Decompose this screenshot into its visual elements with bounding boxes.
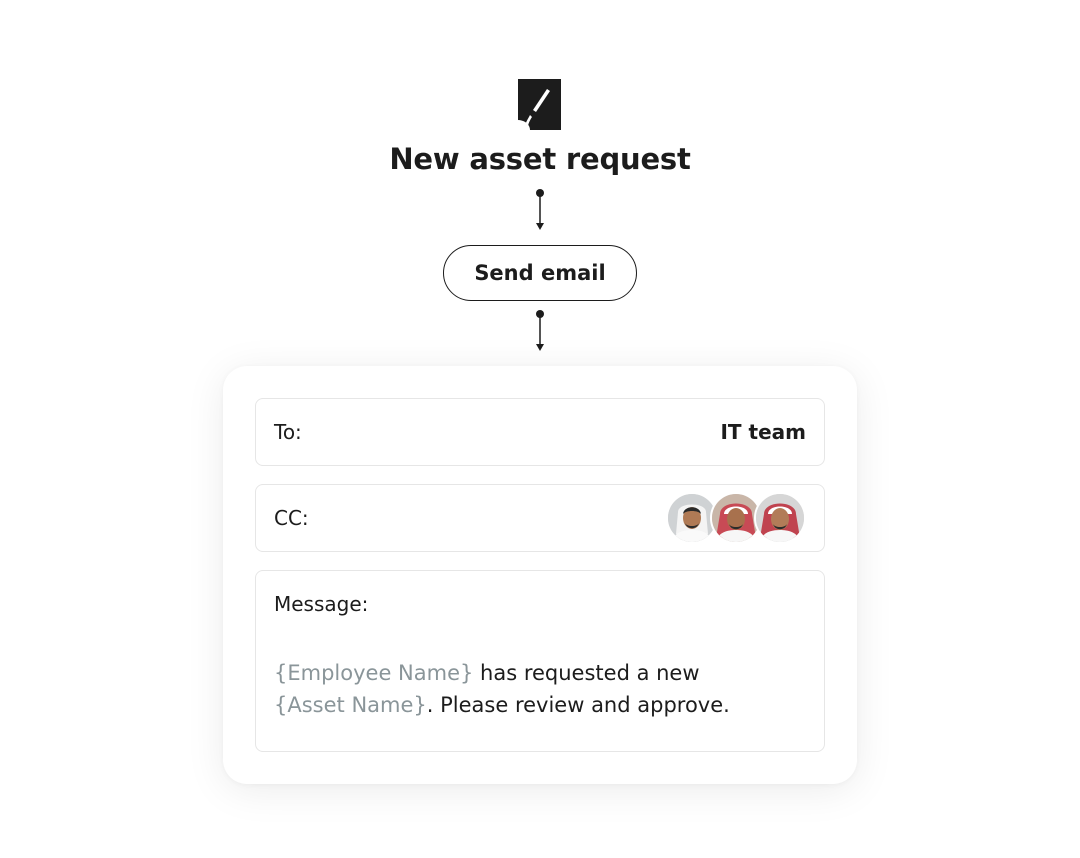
trigger-title: New asset request [389,142,691,176]
to-value: IT team [720,420,806,444]
asset-name-token: {Asset Name} [274,693,427,717]
flow-connector [530,188,550,232]
to-label: To: [274,420,302,444]
send-email-step[interactable]: Send email [443,245,637,301]
avatar[interactable] [754,492,806,544]
message-body: {Employee Name} has requested a new {Ass… [274,657,774,721]
message-text: has requested a new [473,661,700,685]
cc-field[interactable]: CC: [255,484,825,552]
flow-connector [530,309,550,353]
to-field[interactable]: To: IT team [255,398,825,466]
email-card: To: IT team CC: [223,366,857,784]
cc-label: CC: [274,506,309,530]
message-label: Message: [274,592,369,616]
employee-name-token: {Employee Name} [274,661,474,685]
message-text: . Please review and approve. [426,693,730,717]
avatar[interactable] [666,492,718,544]
cc-avatars [666,492,806,544]
message-field[interactable]: Message: {Employee Name} has requested a… [255,570,825,752]
pen-icon [518,79,561,130]
